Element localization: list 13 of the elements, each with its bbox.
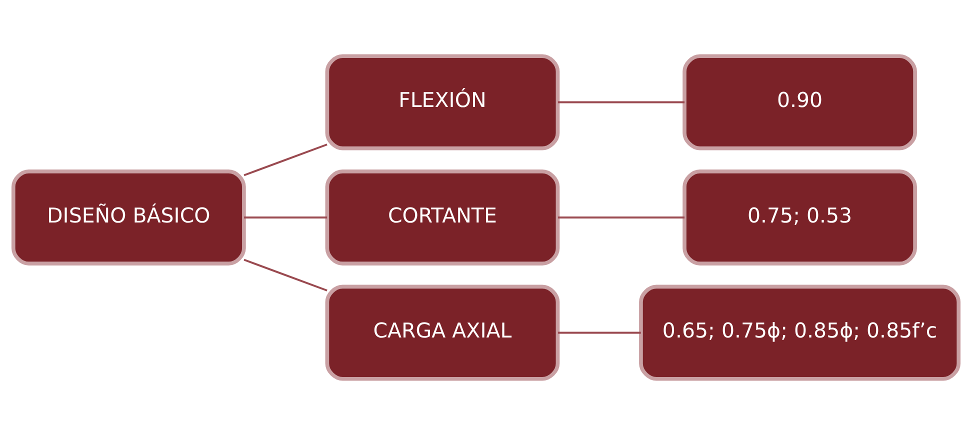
node-box: CARGA AXIAL bbox=[325, 284, 560, 380]
node-box: CORTANTE bbox=[325, 168, 560, 266]
connector bbox=[558, 216, 685, 218]
node-box: FLEXIÓN bbox=[325, 54, 560, 150]
connector bbox=[558, 100, 685, 103]
node-box: 0.65; 0.75ϕ; 0.85ϕ; 0.85f’c bbox=[639, 284, 961, 380]
node-box: DISEÑO BÁSICO bbox=[11, 168, 246, 266]
node-box: 0.75; 0.53 bbox=[682, 168, 917, 266]
connector bbox=[558, 331, 641, 334]
node-box: 0.90 bbox=[682, 54, 917, 150]
connector bbox=[244, 143, 328, 176]
connector bbox=[244, 258, 328, 291]
connector bbox=[244, 216, 328, 218]
